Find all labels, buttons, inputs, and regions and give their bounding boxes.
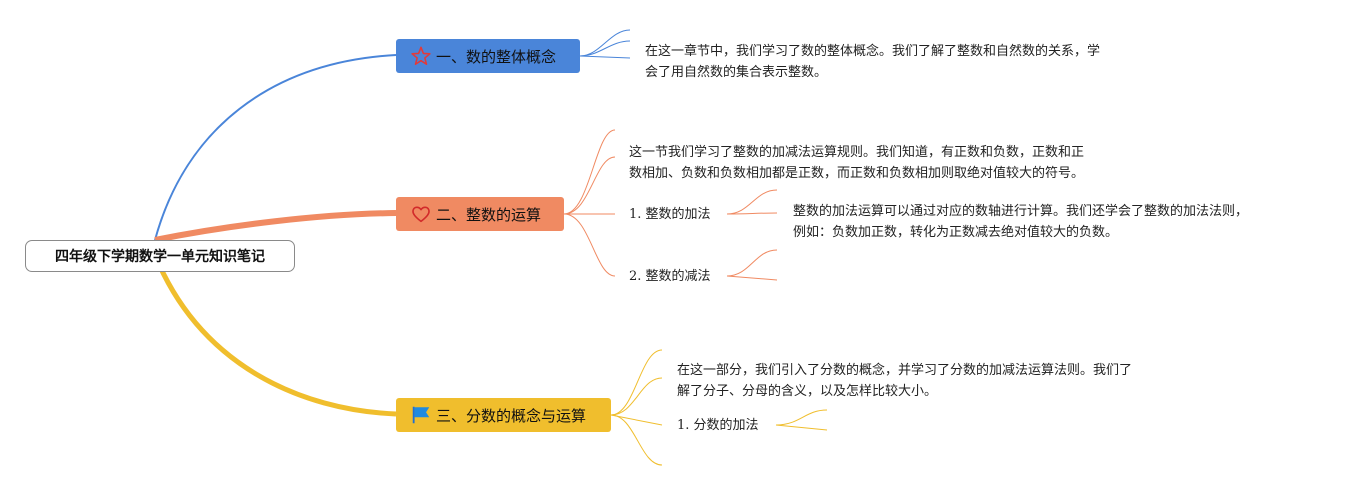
topic-label: 一、数的整体概念 bbox=[436, 47, 557, 66]
star-icon bbox=[410, 45, 432, 67]
subtopic-integer-addition[interactable]: 1. 整数的加法 bbox=[629, 204, 711, 225]
subtopic-note: 整数的加法运算可以通过对应的数轴进行计算。我们还学会了整数的加法法则， 例如：负… bbox=[793, 201, 1248, 243]
heart-icon bbox=[410, 203, 432, 225]
subtopic-integer-subtraction[interactable]: 2. 整数的减法 bbox=[629, 266, 711, 287]
note-line-text: 解了分子、分母的含义，以及怎样比较大小。 bbox=[677, 384, 938, 399]
topic-integer-operations[interactable]: 二、整数的运算 bbox=[396, 197, 564, 231]
topic-label: 二、整数的运算 bbox=[436, 205, 542, 224]
note-line bbox=[775, 409, 828, 426]
subtopic-label: 2. 整数的减法 bbox=[629, 269, 711, 284]
note-line bbox=[610, 377, 663, 416]
topic-fraction-concepts[interactable]: 三、分数的概念与运算 bbox=[396, 398, 611, 432]
topic-note: 这一节我们学习了整数的加减法运算规则。我们知道，有正数和负数，正数和正 数相加、… bbox=[629, 142, 1084, 184]
note-line bbox=[563, 156, 616, 215]
branch-line-blue bbox=[154, 54, 397, 241]
branch-line-yellow bbox=[152, 254, 397, 417]
flag-icon bbox=[410, 404, 432, 426]
note-line-text: 会了用自然数的集合表示整数。 bbox=[645, 65, 828, 80]
note-line-text: 例如：负数加正数，转化为正数减去绝对值较大的负数。 bbox=[793, 225, 1119, 240]
note-line-text: 数相加、负数和负数相加都是正数，而正数和负数相加则取绝对值较大的符号。 bbox=[629, 166, 1085, 181]
subtopic-line bbox=[610, 414, 663, 426]
note-line bbox=[726, 249, 778, 277]
topic-label: 三、分数的概念与运算 bbox=[436, 406, 587, 425]
note-line bbox=[579, 55, 631, 59]
branch-line-orange bbox=[154, 210, 397, 243]
root-topic-label: 四年级下学期数学一单元知识笔记 bbox=[55, 249, 265, 265]
note-line bbox=[775, 424, 828, 431]
note-line bbox=[726, 212, 778, 215]
note-line bbox=[610, 414, 663, 466]
note-line-text: 这一节我们学习了整数的加减法运算规则。我们知道，有正数和负数，正数和正 bbox=[629, 145, 1085, 160]
topic-note: 在这一章节中，我们学习了数的整体概念。我们了解了整数和自然数的关系，学 会了用自… bbox=[645, 41, 1100, 83]
subtopic-line bbox=[563, 213, 616, 277]
subtopic-label: 1. 分数的加法 bbox=[677, 418, 759, 433]
note-line bbox=[563, 129, 616, 215]
note-line-text: 整数的加法运算可以通过对应的数轴进行计算。我们还学会了整数的加法法则， bbox=[793, 204, 1249, 219]
note-line-text: 在这一部分，我们引入了分数的概念，并学习了分数的加减法运算法则。我们了 bbox=[677, 363, 1133, 378]
note-line bbox=[579, 29, 631, 57]
root-topic[interactable]: 四年级下学期数学一单元知识笔记 bbox=[25, 240, 295, 272]
note-line bbox=[610, 349, 663, 416]
topic-note: 在这一部分，我们引入了分数的概念，并学习了分数的加减法运算法则。我们了 解了分子… bbox=[677, 360, 1132, 402]
topic-number-concept[interactable]: 一、数的整体概念 bbox=[396, 39, 580, 73]
subtopic-label: 1. 整数的加法 bbox=[629, 207, 711, 222]
note-line bbox=[579, 40, 631, 57]
note-line bbox=[726, 275, 778, 281]
note-line-text: 在这一章节中，我们学习了数的整体概念。我们了解了整数和自然数的关系，学 bbox=[645, 44, 1101, 59]
note-line bbox=[726, 189, 778, 215]
subtopic-fraction-addition[interactable]: 1. 分数的加法 bbox=[677, 415, 759, 436]
